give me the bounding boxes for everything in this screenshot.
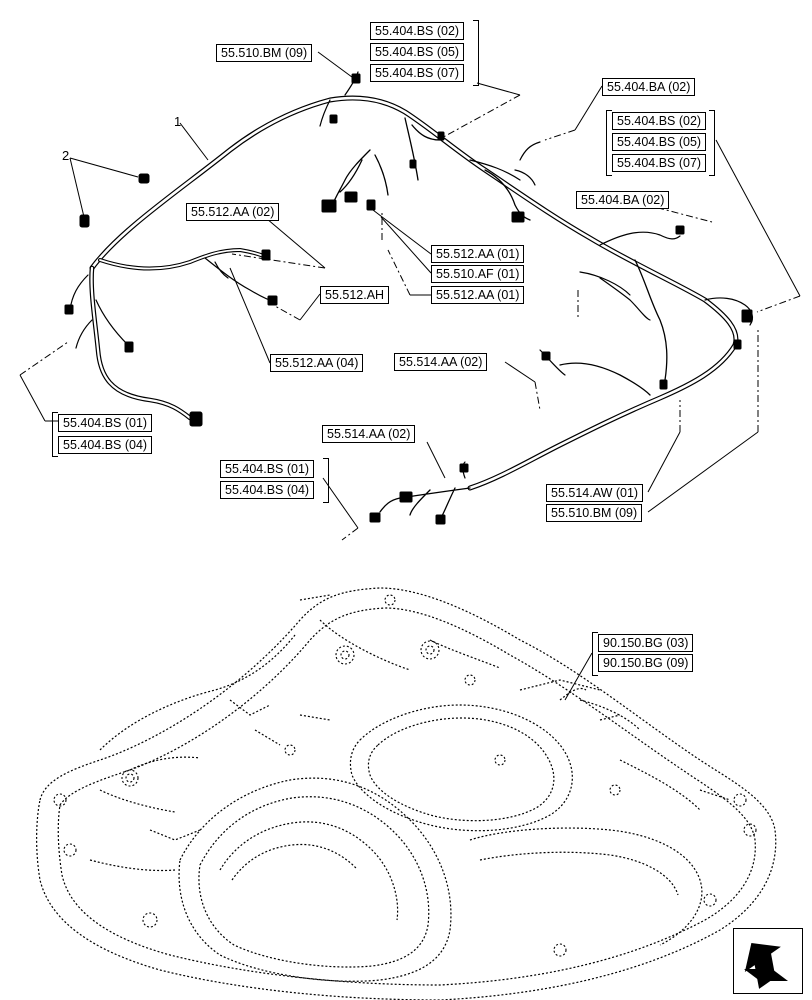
ref-55-514-aw-01[interactable]: 55.514.AW (01) bbox=[546, 484, 644, 502]
ref-55-512-aa-01-b[interactable]: 55.512.AA (01) bbox=[431, 286, 525, 304]
ref-55-404-bs-02-top[interactable]: 55.404.BS (02) bbox=[370, 22, 465, 40]
ref-55-510-af-01[interactable]: 55.510.AF (01) bbox=[431, 265, 525, 283]
ref-55-404-bs-01-bottom[interactable]: 55.404.BS (01) bbox=[220, 460, 315, 478]
ref-90-150-bg-09[interactable]: 90.150.BG (09) bbox=[598, 654, 694, 672]
ref-group-bracket bbox=[52, 412, 58, 457]
roof-mount-points bbox=[53, 594, 757, 957]
ref-55-404-bs-07-right[interactable]: 55.404.BS (07) bbox=[612, 154, 707, 172]
ref-55-514-aa-02-a[interactable]: 55.514.AA (02) bbox=[394, 353, 488, 371]
callout-2: 2 bbox=[62, 148, 70, 163]
roof-panel bbox=[36, 587, 777, 1000]
ref-group-bracket bbox=[606, 110, 612, 176]
ref-55-404-bs-01-left[interactable]: 55.404.BS (01) bbox=[58, 414, 153, 432]
arrow-glyph bbox=[744, 942, 788, 989]
harness-connectors bbox=[64, 73, 753, 525]
ref-55-404-bs-07-top[interactable]: 55.404.BS (07) bbox=[370, 64, 465, 82]
callout-1: 1 bbox=[174, 114, 182, 129]
ref-55-404-ba-02-top[interactable]: 55.404.BA (02) bbox=[602, 78, 696, 96]
dashed-continuations bbox=[19, 94, 801, 541]
ref-55-512-aa-02[interactable]: 55.512.AA (02) bbox=[186, 203, 280, 221]
ref-group-bracket bbox=[473, 20, 479, 86]
wiring-harness bbox=[69, 71, 754, 517]
ref-group-bracket bbox=[323, 458, 329, 503]
ref-55-404-bs-05-right[interactable]: 55.404.BS (05) bbox=[612, 133, 707, 151]
next-page-arrow-icon[interactable] bbox=[733, 928, 803, 994]
ref-55-404-bs-04-bottom[interactable]: 55.404.BS (04) bbox=[220, 481, 315, 499]
ref-55-404-bs-02-right[interactable]: 55.404.BS (02) bbox=[612, 112, 707, 130]
ref-55-514-aa-02-b[interactable]: 55.514.AA (02) bbox=[322, 425, 416, 443]
ref-55-512-aa-04[interactable]: 55.512.AA (04) bbox=[270, 354, 364, 372]
ref-group-bracket bbox=[709, 110, 715, 176]
ref-90-150-bg-03[interactable]: 90.150.BG (03) bbox=[598, 634, 694, 652]
ref-55-512-aa-01-a[interactable]: 55.512.AA (01) bbox=[431, 245, 525, 263]
ref-55-404-bs-05-top[interactable]: 55.404.BS (05) bbox=[370, 43, 465, 61]
ref-55-510-bm-09-top[interactable]: 55.510.BM (09) bbox=[216, 44, 313, 62]
ref-55-512-ah[interactable]: 55.512.AH bbox=[320, 286, 390, 304]
ref-group-bracket bbox=[592, 632, 598, 676]
ref-55-404-bs-04-left[interactable]: 55.404.BS (04) bbox=[58, 436, 153, 454]
ref-55-404-ba-02-right[interactable]: 55.404.BA (02) bbox=[576, 191, 670, 209]
ref-55-510-bm-09-bottom[interactable]: 55.510.BM (09) bbox=[546, 504, 643, 522]
